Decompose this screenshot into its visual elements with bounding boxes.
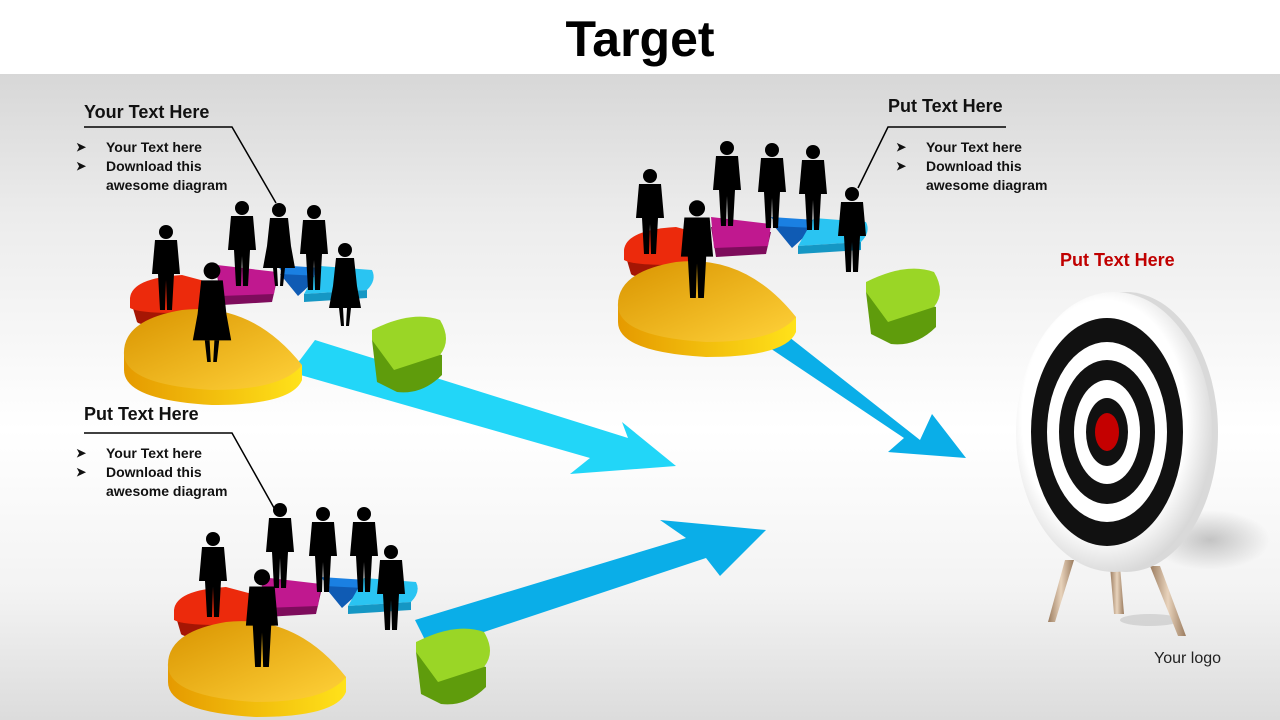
- block-2-bullets: ➤Your Text here ➤Download this awesome d…: [896, 138, 1047, 195]
- arrowhead-bullet-icon: ➤: [896, 140, 907, 154]
- block-1-bullets: ➤Your Text here ➤Download this awesome d…: [76, 138, 227, 195]
- list-item: ➤Download this: [76, 464, 202, 480]
- target-board: [1016, 292, 1270, 636]
- arrow-blue-upper: [740, 322, 966, 458]
- list-item: ➤Your Text here: [896, 139, 1022, 155]
- arrowhead-bullet-icon: ➤: [76, 446, 87, 460]
- target-title: Put Text Here: [1060, 250, 1175, 270]
- arrowhead-bullet-icon: ➤: [76, 159, 87, 173]
- block-2-title: Put Text Here: [888, 96, 1003, 116]
- arrowhead-bullet-icon: ➤: [76, 465, 87, 479]
- list-item: ➤Your Text here: [76, 445, 202, 461]
- pie-cluster-2: [617, 217, 940, 357]
- callout-line-3: [84, 432, 279, 516]
- list-item: awesome diagram: [926, 177, 1048, 193]
- block-3-title: Put Text Here: [84, 404, 199, 424]
- header: Target: [0, 0, 1280, 74]
- block-3-bullets: ➤Your Text here ➤Download this awesome d…: [76, 444, 227, 501]
- logo-text: Your logo: [1154, 650, 1222, 667]
- arrow-blue-lower: [415, 520, 766, 650]
- list-item: ➤Download this: [896, 158, 1022, 174]
- list-item: ➤Your Text here: [76, 139, 202, 155]
- list-item: awesome diagram: [106, 483, 228, 499]
- slide-title: Target: [565, 11, 715, 67]
- arrowhead-bullet-icon: ➤: [896, 159, 907, 173]
- list-item: awesome diagram: [106, 177, 228, 193]
- list-item: ➤Download this: [76, 158, 202, 174]
- arrow-cyan: [290, 340, 676, 474]
- callout-line-1: [84, 126, 277, 204]
- arrowhead-bullet-icon: ➤: [76, 140, 87, 154]
- callout-line-2: [857, 126, 1006, 189]
- block-1-title: Your Text Here: [84, 102, 210, 122]
